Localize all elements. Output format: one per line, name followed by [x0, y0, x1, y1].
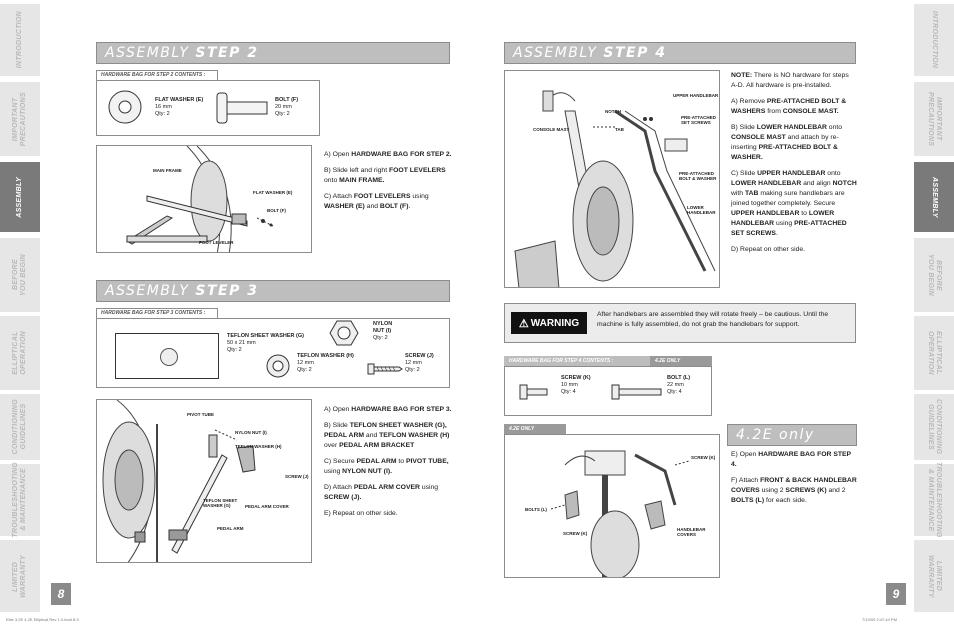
nylon-nut-icon — [329, 320, 359, 346]
callout-main-frame: MAIN FRAME — [153, 168, 182, 173]
step4-instructions: NOTE: There is NO hardware for steps A-D… — [731, 72, 857, 253]
callout-pivot-tube: PIVOT TUBE — [187, 412, 215, 417]
callout-screw-k-top: SCREW (K) — [691, 455, 716, 460]
left-tab-before-you-begin[interactable]: BEFORE YOU BEGIN — [0, 238, 40, 312]
callout-pedal-arm: PEDAL ARM — [217, 526, 244, 531]
frame-illustration — [126, 146, 274, 252]
page-number-right: 9 — [886, 583, 906, 605]
left-tab-warranty[interactable]: LIMITED WARRANTY — [0, 540, 40, 612]
warning-triangle-icon: ⚠ — [518, 317, 529, 330]
right-tab-conditioning[interactable]: CONDITIONING GUIDELINES — [914, 394, 954, 460]
right-tab-warranty[interactable]: LIMITED WARRANTY — [914, 540, 954, 612]
screw-j-icon — [367, 363, 403, 375]
callout-flat-washer: FLAT WASHER (E) — [253, 190, 293, 195]
step4-bag-title: HARDWARE BAG FOR STEP 4 CONTENTS : — [504, 356, 650, 366]
step2-diagram: MAIN FRAME FLAT WASHER (E) BOLT (F) FOOT… — [96, 145, 312, 253]
step42e-header: 4.2E only — [727, 424, 857, 446]
callout-nylon-nut: NYLON NUT (I) — [235, 430, 267, 435]
step3-header: ASSEMBLY STEP 3 — [96, 280, 450, 302]
callout-bolts-l: BOLTS (L) — [525, 507, 547, 512]
right-tab-elliptical-operation[interactable]: ELLIPTICAL OPERATION — [914, 316, 954, 390]
step2-bag-title: HARDWARE BAG FOR STEP 2 CONTENTS : — [96, 70, 218, 80]
page-number-left: 8 — [51, 583, 71, 605]
step3-instructions: A) Open HARDWARE BAG FOR STEP 3. B) Slid… — [324, 406, 452, 517]
step3-bag-title: HARDWARE BAG FOR STEP 3 CONTENTS : — [96, 308, 218, 318]
teflon-washer-icon — [266, 354, 290, 378]
step2-header: ASSEMBLY STEP 2 — [96, 42, 450, 64]
warning-text: After handlebars are assembled they will… — [597, 311, 829, 328]
callout-pedal-arm-cover: PEDAL ARM COVER — [245, 504, 289, 509]
right-tab-assembly[interactable]: ASSEMBLY — [914, 162, 954, 232]
step4-header: ASSEMBLY STEP 4 — [504, 42, 856, 64]
callout-teflon-washer: TEFLON WASHER (H) — [235, 444, 282, 449]
handlebar-illustration — [514, 90, 716, 287]
teflon-sheet-washer-icon — [115, 333, 219, 379]
right-tab-introduction[interactable]: INTRODUCTION — [914, 4, 954, 76]
bolt-l-icon — [611, 384, 662, 400]
pedal-arm-illustration — [102, 400, 256, 562]
flat-washer-icon — [108, 90, 142, 124]
callout-upper-handlebar: UPPER HANDLEBAR — [673, 93, 719, 98]
screw-k-icon — [519, 384, 548, 400]
warning-box: ⚠WARNING After handlebars are assembled … — [504, 303, 856, 343]
step42e-diagram-tag: 4.2E ONLY — [504, 424, 566, 434]
footer-right: 7/13/09 2:47:44 PM — [862, 617, 897, 622]
callout-console-mast: CONSOLE MAST — [533, 127, 570, 132]
right-tab-before-you-begin[interactable]: BEFORE YOU BEGIN — [914, 238, 954, 312]
left-tab-introduction[interactable]: INTRODUCTION — [0, 4, 40, 76]
callout-foot-leveler: FOOT LEVELER — [199, 240, 234, 245]
right-tab-precautions[interactable]: IMPORTANT PRECAUTIONS — [914, 82, 954, 156]
step3-diagram: PIVOT TUBE NYLON NUT (I) TEFLON WASHER (… — [96, 399, 312, 563]
handlebar-covers-illustration — [550, 450, 690, 577]
callout-bolt: BOLT (F) — [267, 208, 286, 213]
left-tab-conditioning[interactable]: CONDITIONING GUIDELINES — [0, 394, 40, 460]
step4-bag-model-tag: 4.2E ONLY — [650, 356, 712, 366]
callout-screw-j: SCREW (J) — [285, 474, 309, 479]
warning-badge: ⚠WARNING — [511, 312, 587, 334]
left-tab-troubleshooting[interactable]: TROUBLESHOOTING & MAINTENANCE — [0, 462, 40, 538]
footer-left: Elite 3.2E 4.2E Elliptical Rev 1.0.indd … — [6, 617, 79, 622]
callout-screw-k-bottom: SCREW (K) — [563, 531, 588, 536]
right-tab-troubleshooting[interactable]: TROUBLESHOOTING & MAINTENANCE — [914, 462, 954, 538]
step2-instructions: A) Open HARDWARE BAG FOR STEP 2. B) Slid… — [324, 151, 452, 210]
left-tab-precautions[interactable]: IMPORTANT PRECAUTIONS — [0, 82, 40, 156]
callout-notch: NOTCH — [605, 109, 621, 114]
left-tab-elliptical-operation[interactable]: ELLIPTICAL OPERATION — [0, 316, 40, 390]
callout-tab: TAB — [615, 127, 624, 132]
left-tab-assembly[interactable]: ASSEMBLY — [0, 162, 40, 232]
step42e-instructions: E) Open HARDWARE BAG FOR STEP 4. F) Atta… — [731, 451, 857, 504]
bolt-icon — [216, 92, 268, 124]
